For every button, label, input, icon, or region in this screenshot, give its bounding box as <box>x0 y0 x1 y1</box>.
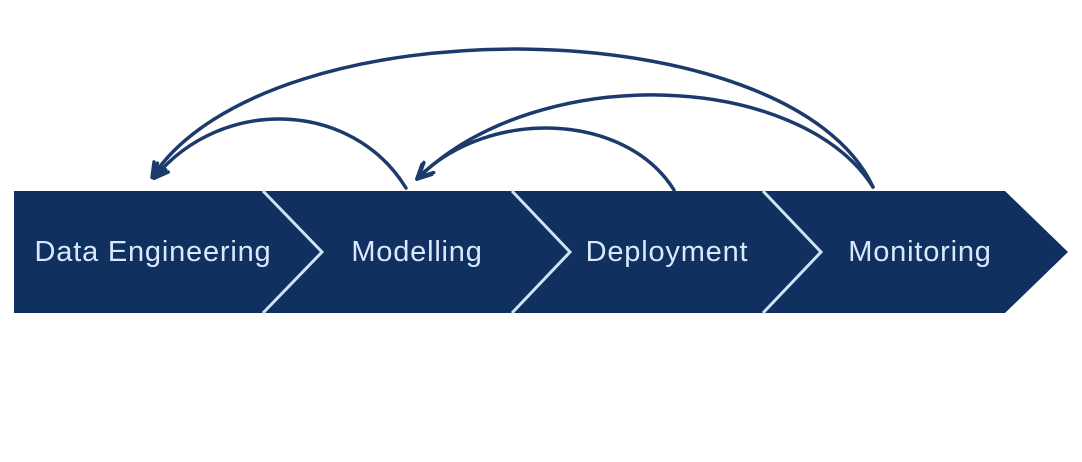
process-band <box>14 191 1068 313</box>
feedback-arrow-monitoring-to-data-engineering <box>150 47 875 189</box>
feedback-arrow-monitoring-to-modelling <box>414 93 875 189</box>
stage-label-deployment: Deployment <box>585 236 749 268</box>
chevron-separator-2 <box>510 189 573 315</box>
feedback-arrow-deployment-to-modelling <box>416 126 676 192</box>
chevron-separator-3 <box>761 189 824 315</box>
stage-label-monitoring: Monitoring <box>848 236 992 268</box>
stage-label-modelling: Modelling <box>351 236 483 268</box>
feedback-arrow-modelling-to-data-engineering <box>152 117 408 190</box>
stage-label-data-engineering: Data Engineering <box>34 236 272 268</box>
chevron-separator-1 <box>261 189 325 315</box>
